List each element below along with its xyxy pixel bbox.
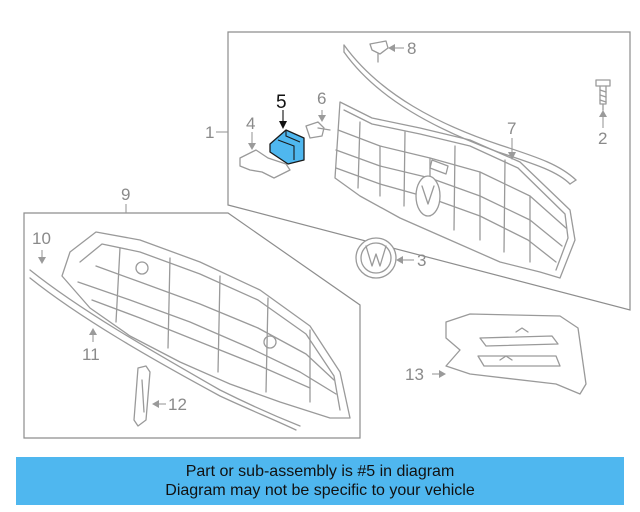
callout-10: 10 [32, 229, 51, 248]
part-12-bracket [133, 365, 166, 427]
callout-12: 12 [168, 395, 187, 414]
callout-8: 8 [407, 39, 416, 58]
part-5-body [269, 129, 305, 165]
part-3-emblem [355, 237, 414, 279]
parts-diagram: 1 2 3 4 5 6 7 8 9 10 11 12 13 [23, 31, 631, 439]
callout-5: 5 [276, 92, 287, 113]
lower-grille [61, 231, 351, 419]
upper-assembly-frame [227, 31, 631, 311]
part-7-trim-strip [343, 44, 577, 185]
part-10-11-trim-strips [29, 250, 301, 431]
part-5-highlighted [269, 110, 305, 165]
info-banner: Part or sub-assembly is #5 in diagram Di… [16, 457, 624, 505]
callout-13: 13 [405, 365, 424, 384]
callout-9: 9 [121, 185, 130, 204]
part-13-side-trim [432, 313, 587, 395]
part-6-fastener [305, 110, 331, 139]
banner-line-2: Diagram may not be specific to your vehi… [165, 482, 475, 499]
banner-line-1: Part or sub-assembly is #5 in diagram [185, 463, 455, 480]
part-8-clip [369, 40, 404, 63]
part-2-screw [595, 79, 611, 128]
callout-2: 2 [598, 129, 607, 148]
lower-assembly-frame [23, 212, 361, 439]
callout-1: 1 [205, 123, 214, 142]
callout-7: 7 [507, 119, 516, 138]
callout-6: 6 [317, 89, 326, 108]
callout-11: 11 [82, 345, 100, 364]
callout-3: 3 [417, 251, 426, 270]
part-4-bracket [239, 132, 291, 179]
upper-grille [334, 101, 576, 279]
callout-4: 4 [246, 114, 255, 133]
